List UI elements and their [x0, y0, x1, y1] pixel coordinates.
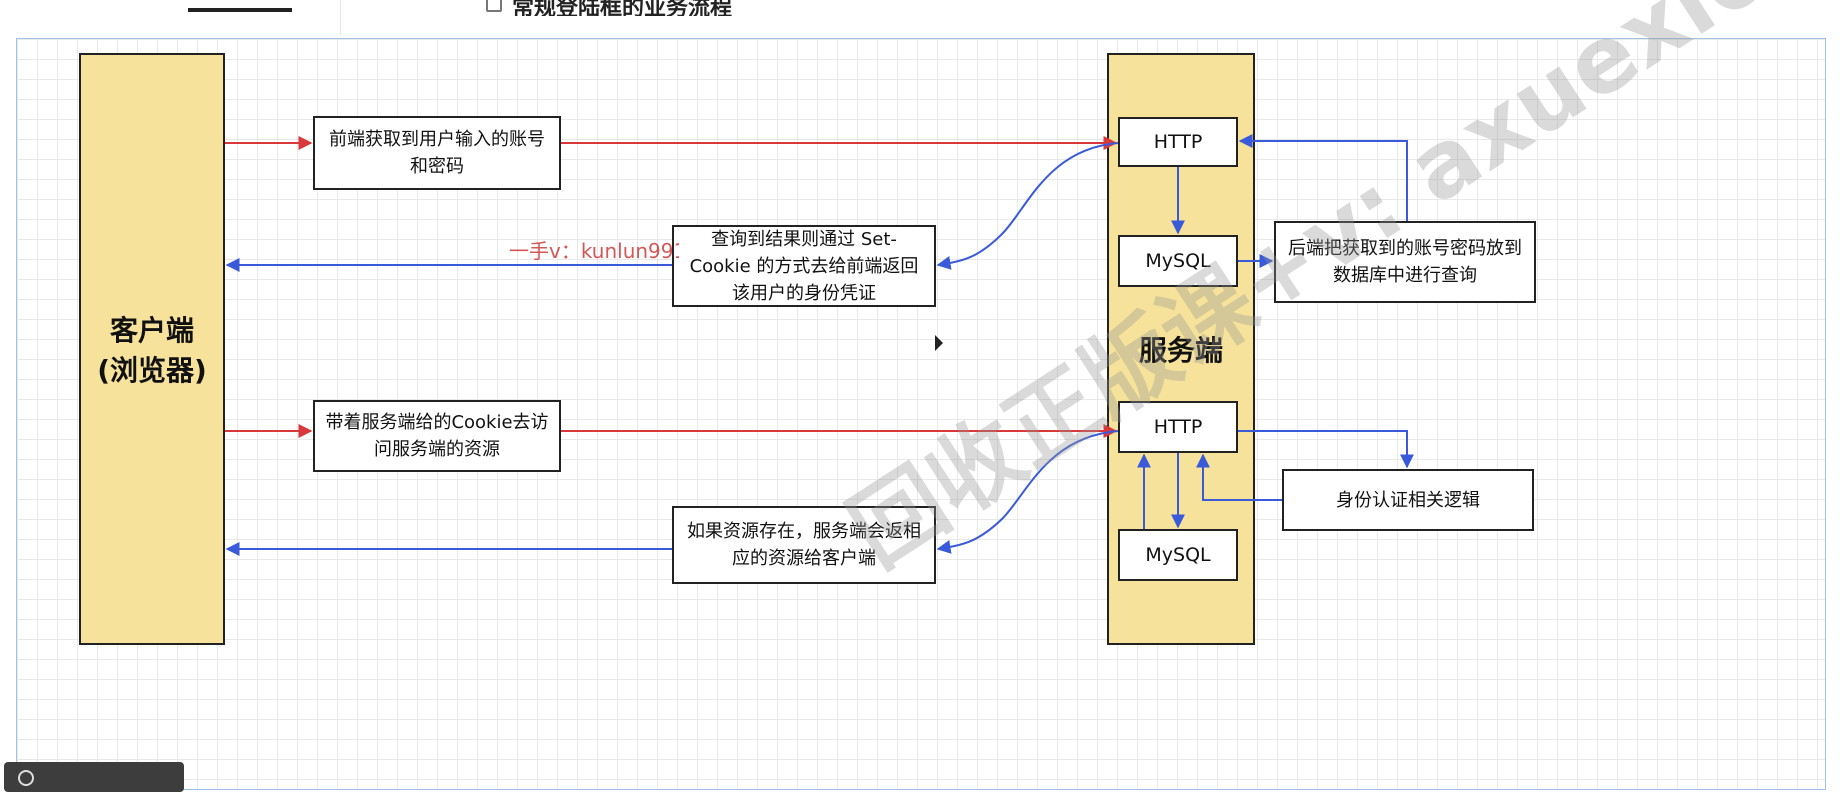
bottom-chip[interactable]: [4, 762, 184, 792]
step3-text: 带着服务端给的Cookie去访问服务端的资源: [325, 412, 549, 460]
server-node-http-top: HTTP: [1118, 117, 1238, 167]
section-heading: 常规登陆框的业务流程: [512, 0, 733, 16]
top-toolbar: 常规登陆框的业务流程: [0, 0, 1840, 34]
note-backend-query: 后端把获取到的账号密码放到数据库中进行查询: [1274, 221, 1536, 303]
backend-query-text: 后端把获取到的账号密码放到数据库中进行查询: [1288, 238, 1522, 286]
record-icon: [18, 770, 34, 786]
watermark-small: 一手v：kunlun991: [509, 239, 679, 263]
mouse-cursor-icon: [935, 335, 943, 351]
step-box-return-resource: 如果资源存在，服务端会返相应的资源给客户端: [672, 506, 936, 584]
mysql-bottom-label: MySQL: [1145, 543, 1211, 566]
step1-text: 前端获取到用户输入的账号和密码: [329, 129, 545, 177]
step-box-access-with-cookie: 带着服务端给的Cookie去访问服务端的资源: [313, 400, 561, 472]
arrow-http-to-auth: [1238, 430, 1414, 469]
client-label-line1: 客户端: [109, 314, 194, 347]
client-lifeline: 客户端 (浏览器): [79, 53, 225, 645]
note-auth-logic: 身份认证相关逻辑: [1282, 469, 1534, 531]
mysql-top-label: MySQL: [1145, 249, 1211, 272]
server-label: 服务端: [1138, 334, 1223, 367]
arrow-http-to-step2: [936, 142, 1119, 270]
step-box-set-cookie: 查询到结果则通过 Set-Cookie 的方式去给前端返回该用户的身份凭证: [672, 225, 936, 307]
step-box-submit-credentials: 前端获取到用户输入的账号和密码: [313, 116, 561, 190]
step2-text: 查询到结果则通过 Set-Cookie 的方式去给前端返回该用户的身份凭证: [689, 228, 919, 304]
step4-text: 如果资源存在，服务端会返相应的资源给客户端: [687, 521, 921, 569]
http-bottom-label: HTTP: [1153, 415, 1203, 438]
auth-logic-text: 身份认证相关逻辑: [1336, 489, 1480, 511]
http-top-label: HTTP: [1153, 130, 1203, 153]
tab-underline: [188, 8, 292, 12]
server-node-http-bottom: HTTP: [1118, 401, 1238, 453]
client-label-line2: (浏览器): [97, 354, 207, 387]
diagram-canvas: 客户端 (浏览器) 服务端 前端获取到用户输入的账号和密码 查询到结果则通过 S…: [16, 38, 1826, 790]
server-node-mysql-bottom: MySQL: [1118, 529, 1238, 581]
checkbox-icon[interactable]: [486, 0, 502, 12]
toolbar-divider: [340, 0, 341, 34]
server-node-mysql-top: MySQL: [1118, 235, 1238, 287]
